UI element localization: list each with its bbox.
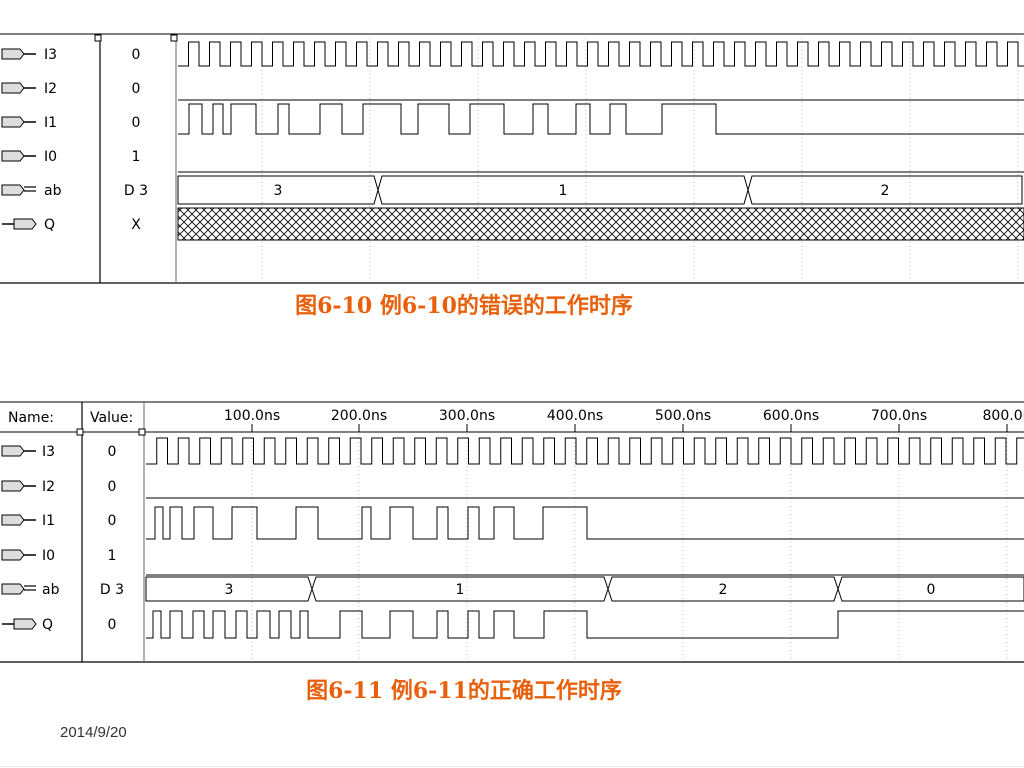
time-axis-label: 400.0ns (547, 408, 603, 424)
waveform-I3 (146, 437, 1024, 465)
bus-value-label: 3 (225, 582, 234, 598)
time-axis-label: 500.0ns (655, 408, 711, 424)
signal-name: Q (44, 217, 55, 233)
signal-value: 0 (108, 479, 117, 495)
signal-value: 0 (132, 115, 141, 131)
signal-name: I1 (44, 115, 57, 131)
time-axis-label: 200.0ns (331, 408, 387, 424)
bus-value-label: 1 (456, 582, 465, 598)
footer-divider (0, 766, 1024, 767)
time-axis-label: 700.0ns (871, 408, 927, 424)
signal-name: I0 (42, 548, 55, 564)
input-pin-icon (1, 48, 36, 60)
signal-name: I3 (44, 47, 57, 63)
bus-value-label: 1 (559, 183, 568, 199)
bus-value-label: 2 (719, 582, 728, 598)
time-axis-label: 100.0ns (224, 408, 280, 424)
input-pin-icon (1, 445, 36, 457)
input-pin-icon (1, 82, 36, 94)
input-pin-icon (1, 150, 36, 162)
time-axis-label: 600.0ns (763, 408, 819, 424)
signal-name: ab (44, 183, 62, 199)
bus-pin-icon (1, 184, 36, 196)
output-pin-icon (2, 218, 37, 230)
signal-name: I3 (42, 444, 55, 460)
signal-value: D 3 (100, 582, 124, 598)
signal-name: I2 (42, 479, 55, 495)
bus-pin-icon (1, 583, 36, 595)
slide-date: 2014/9/20 (60, 724, 127, 741)
bus-waveform: 3 1 2 0 (145, 576, 1024, 602)
bus-value-label: 3 (274, 183, 283, 199)
signal-value: 0 (108, 513, 117, 529)
waveform-viewer: Name: Value: 100.0ns 200.0ns 300.0ns 400.0ns 5… (0, 401, 1024, 663)
signal-value: 1 (108, 548, 117, 564)
signal-name: Q (42, 617, 53, 633)
signal-name: I1 (42, 513, 55, 529)
signal-value: X (131, 217, 141, 233)
waveform-panel-correct: Name: Value: 100.0ns 200.0ns 300.0ns 400.0ns 5… (0, 400, 1024, 664)
signal-value: 0 (108, 444, 117, 460)
input-pin-icon (1, 116, 36, 128)
signal-name: I0 (44, 149, 57, 165)
signal-value: 1 (132, 149, 141, 165)
figure-caption-6-11: 图6-11 例6-11的正确工作时序 (306, 678, 622, 704)
waveform-Q-undefined (177, 207, 1024, 241)
input-pin-icon (1, 514, 36, 526)
signal-name: I2 (44, 81, 57, 97)
input-pin-icon (1, 480, 36, 492)
signal-value: 0 (132, 81, 141, 97)
waveform-Q (146, 610, 1024, 639)
time-axis-label: 800.0n (983, 408, 1024, 424)
bus-value-label: 2 (881, 183, 890, 199)
signal-value: 0 (108, 617, 117, 633)
bus-value-label: 0 (927, 582, 936, 598)
waveform-I3 (178, 41, 1024, 67)
figure-caption-6-10: 图6-10 例6-10的错误的工作时序 (295, 293, 633, 319)
time-axis-label: 300.0ns (439, 408, 495, 424)
waveform-I1 (146, 506, 1024, 540)
output-pin-icon (2, 618, 37, 630)
column-header-name: Name: (8, 410, 54, 426)
column-header-value: Value: (90, 410, 133, 426)
waveform-I1 (178, 103, 1024, 135)
signal-name: ab (42, 582, 60, 598)
input-pin-icon (1, 549, 36, 561)
signal-value: D 3 (124, 183, 148, 199)
signal-value: 0 (132, 47, 141, 63)
bus-waveform: 3 1 2 (177, 175, 1023, 205)
